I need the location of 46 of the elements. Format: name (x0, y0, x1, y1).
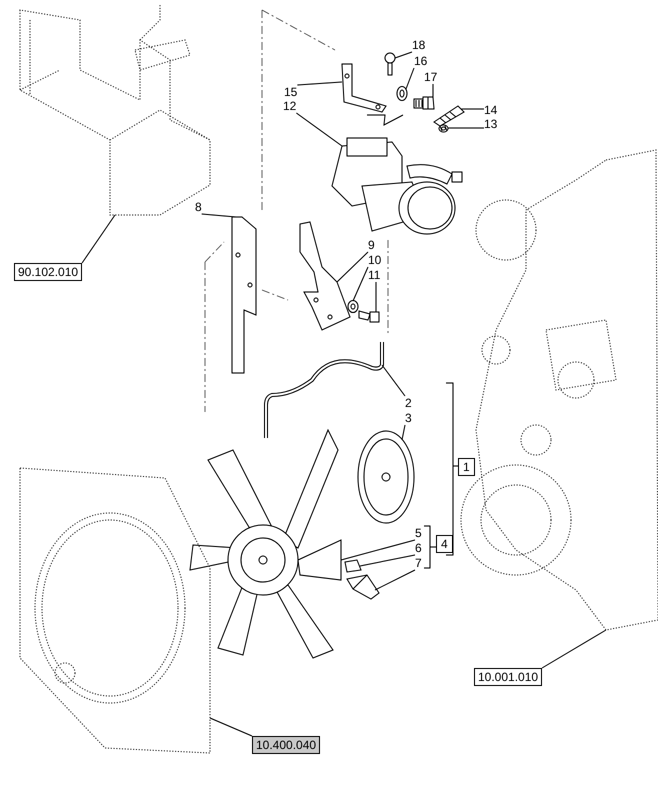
leader-line (336, 252, 368, 282)
leader-line (210, 718, 252, 736)
callout-number: 9 (368, 238, 375, 252)
leader-line (201, 214, 236, 218)
leader-line (296, 82, 342, 86)
callout-number: 7 (415, 556, 422, 570)
reference-label: 10.001.010 (474, 668, 542, 686)
leader-line (460, 108, 484, 110)
leader-line (340, 540, 416, 560)
bolt-drawing (358, 308, 380, 324)
washer-drawing (347, 300, 359, 313)
callout-number: 16 (414, 54, 428, 68)
washer-drawing (396, 86, 408, 101)
leader-line (394, 52, 412, 58)
callout-number: 18 (412, 38, 426, 52)
leader-line (374, 570, 416, 590)
callout-number: 12 (283, 99, 296, 113)
callout-number: 10 (368, 253, 382, 267)
callout-number: 1 (458, 458, 475, 476)
leader-line (296, 112, 342, 146)
eyebolt-drawing (382, 52, 398, 76)
callout-number: 13 (484, 117, 498, 131)
screw-drawing (432, 104, 466, 126)
reference-label: 90.102.010 (14, 263, 82, 281)
callout-number: 2 (405, 396, 412, 410)
callout-number: 4 (436, 535, 453, 553)
leader-line (382, 364, 406, 396)
callout-number: 5 (415, 526, 422, 540)
leader-line (360, 554, 416, 566)
callout-number: 8 (195, 200, 202, 214)
gasket-drawing (355, 428, 417, 526)
leader-line (542, 630, 606, 668)
callout-number: 17 (424, 70, 438, 84)
reference-label: 10.400.040 (252, 736, 320, 754)
callout-number: 14 (484, 103, 498, 117)
callout-number: 11 (368, 268, 380, 282)
callout-number: 6 (415, 541, 422, 555)
leader-line (352, 266, 368, 302)
callout-number: 3 (405, 411, 412, 425)
bolt-drawing (413, 94, 435, 112)
leader-line (402, 424, 406, 440)
leader-line (432, 84, 434, 98)
lock-washer-drawing (438, 124, 449, 133)
leader-line (82, 214, 116, 264)
leader-line (406, 68, 414, 90)
callout-number: 15 (284, 85, 298, 99)
